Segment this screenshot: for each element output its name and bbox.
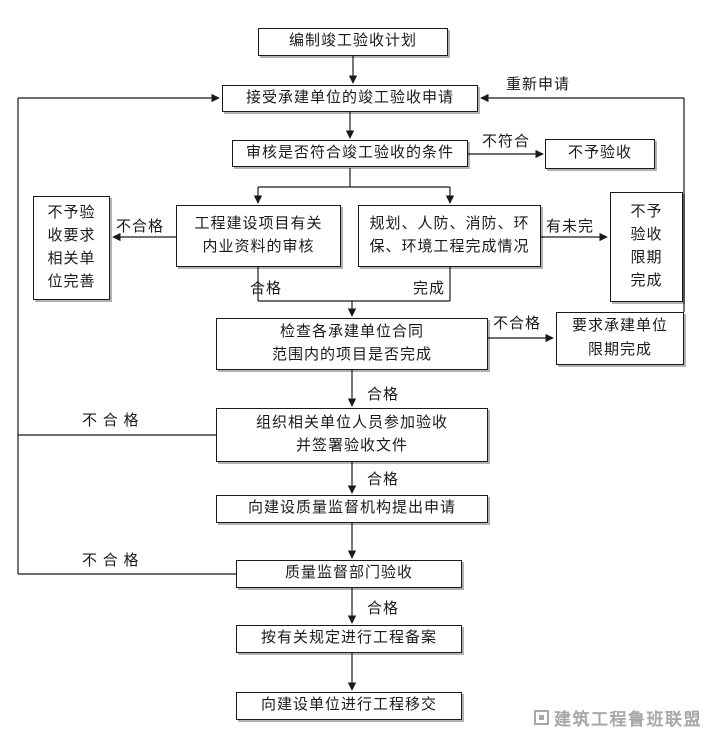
watermark-text: 建筑工程鲁班联盟 <box>554 710 702 729</box>
node-apply-supervision: 向建设质量监督机构提出申请 <box>216 495 488 523</box>
node-accept-application: 接受承建单位的竣工验收申请 <box>222 85 478 112</box>
edge-label-qualified-supervision: 合格 <box>367 601 400 617</box>
watermark: 建筑工程鲁班联盟 <box>534 705 702 730</box>
luban-logo-icon <box>534 710 549 725</box>
edge-label-qualified-organize: 合格 <box>367 472 400 488</box>
node-contract-check: 检查各承建单位合同 范围内的项目是否完成 <box>216 318 488 370</box>
edge-label-reapply: 重新申请 <box>506 77 571 93</box>
node-supervision-acceptance: 质量监督部门验收 <box>236 560 462 588</box>
edge-label-unqualified-docs: 不合格 <box>116 219 165 235</box>
edge-label-qualified-check: 合格 <box>367 387 400 403</box>
node-project-record: 按有关规定进行工程备案 <box>236 625 462 653</box>
edge-label-qualified-docs: 合格 <box>250 281 283 297</box>
node-plan: 编制竣工验收计划 <box>258 28 448 56</box>
node-no-acceptance-improve: 不予验 收要求 相关单 位完善 <box>33 196 110 300</box>
node-organize-acceptance: 组织相关单位人员参加验收 并签署验收文件 <box>216 408 488 462</box>
edge-label-incomplete: 有未完 <box>546 219 595 235</box>
node-no-acceptance-deadline: 不予 验收 限期 完成 <box>610 192 683 302</box>
node-docs-review: 工程建设项目有关 内业资料的审核 <box>176 205 341 267</box>
node-require-deadline: 要求承建单位 限期完成 <box>556 312 684 365</box>
node-no-acceptance: 不予验收 <box>545 139 655 169</box>
node-planning-status: 规划、人防、消防、环 保、环境工程完成情况 <box>358 205 541 267</box>
edge-label-unqualified-supervision: 不 合 格 <box>82 553 140 569</box>
edge-label-unqualified-organize: 不 合 格 <box>82 413 140 429</box>
edge-label-unqualified-check: 不合格 <box>493 316 542 332</box>
node-project-transfer: 向建设单位进行工程移交 <box>236 692 462 720</box>
edge-label-complete-planning: 完成 <box>413 281 446 297</box>
node-review-conditions: 审核是否符合竣工验收的条件 <box>232 140 468 167</box>
edge-label-nonconform: 不符合 <box>482 134 531 150</box>
